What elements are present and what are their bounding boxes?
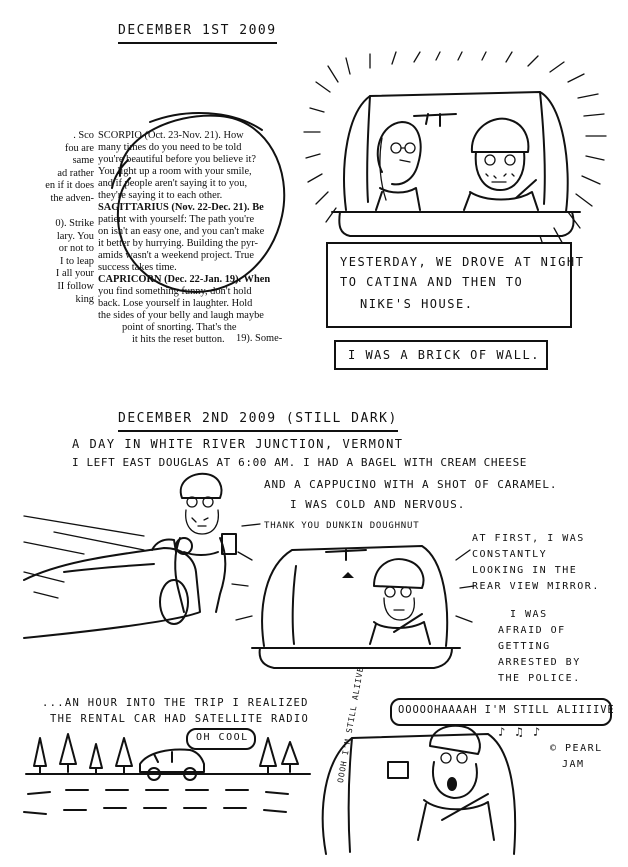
horoscope-line: it better by hurrying. Building the pyr- <box>98 238 258 249</box>
rearview-caption-line: constantly <box>472 549 548 560</box>
horoscope-line: SAGITTARIUS (Nov. 22-Dec. 21). Be <box>98 202 264 213</box>
horoscope-left-line: en if it does <box>45 180 94 191</box>
caption-line: Yesterday, we drove at night <box>340 255 585 269</box>
oh-cool-text: Oh cool <box>196 732 249 743</box>
horoscope-left-line: or not to <box>58 243 94 254</box>
parked-car <box>23 538 201 639</box>
horoscope-left-line: the adven- <box>50 193 94 204</box>
afraid-caption-line: the police. <box>498 673 581 684</box>
singer-figure <box>417 724 495 841</box>
credit-line: © Pearl <box>550 743 603 754</box>
horoscope-line: patient with yourself: The path you're <box>98 214 255 225</box>
horoscope-left-column: . Sco fou are same ad rather en if it do… <box>30 128 94 346</box>
horoscope-line: you're beautiful before you believe it? <box>98 154 256 165</box>
horoscope-line: success takes time. <box>98 262 177 273</box>
caption-box-brick-of-wall: I was a brick of wall. <box>334 340 548 370</box>
horoscope-line: CAPRICORN (Dec. 22-Jan. 19). When <box>98 274 271 285</box>
coffee-man <box>174 472 237 613</box>
pointer-line <box>241 523 261 527</box>
horoscope-clipping: . Sco fou are same ad rather en if it do… <box>30 128 292 346</box>
horoscope-line: and if people aren't saying it to you, <box>98 178 248 189</box>
horoscope-line: point of snorting. That's the <box>122 322 237 333</box>
singing-speech-bubble: Ooooohaaaah I'm still aliiiive <box>390 698 615 726</box>
road-scene <box>23 733 311 815</box>
horoscope-line: many times do you need to be told <box>98 142 242 153</box>
horoscope-line: 19). Some- <box>236 333 283 344</box>
horoscope-line: they're saying it to each other. <box>98 190 223 201</box>
rearview-caption-line: rear view mirror. <box>472 581 600 592</box>
thanks-caption: Thank you Dunkin Doughnut <box>264 521 420 531</box>
horoscope-left-line: 0). Strike <box>55 218 94 229</box>
date-heading-2: December 2nd 2009 (still dark) <box>118 410 398 432</box>
caption-line: Nike's house. <box>360 297 474 311</box>
triangle-mark <box>342 572 354 578</box>
windshield-frame <box>343 91 569 213</box>
trip-caption-line: the rental car had satellite radio <box>50 713 310 725</box>
darkness-hatching <box>303 51 607 255</box>
rearview-caption-line: looking in the <box>472 565 578 576</box>
caption-line: to Catina and then to <box>340 275 524 289</box>
singing-text: Ooooohaaaah I'm still aliiiive <box>398 704 615 716</box>
horoscope-left-line: king <box>75 294 94 305</box>
horoscope-line: you find something funny, don't hold <box>98 286 252 297</box>
tree-line <box>25 733 311 775</box>
date-heading-1: December 1st 2009 <box>118 22 277 44</box>
narrative-line-1: A day in White River Junction, Vermont <box>72 437 404 451</box>
horoscope-left-line: fou are <box>64 143 94 154</box>
radio-display <box>387 761 409 779</box>
afraid-caption-line: arrested by <box>498 657 581 668</box>
horoscope-left-line: . Sco <box>73 130 94 141</box>
narrative-line-4: I was cold and nervous. <box>290 498 466 511</box>
horoscope-left-line: lary. You <box>56 231 94 242</box>
night-car-panel <box>303 51 607 255</box>
horoscope-left-line: ad rather <box>57 168 94 179</box>
afraid-caption-line: getting <box>498 641 551 652</box>
passenger-figure <box>463 117 539 211</box>
rearview-mirror <box>413 113 457 127</box>
horoscope-line: on isn't an easy one, and you can't make <box>98 226 265 237</box>
dashed-road <box>23 789 289 815</box>
horoscope-left-line: I to leap <box>59 256 94 267</box>
horoscope-left-line: I all your <box>55 268 94 279</box>
driver-figure <box>369 558 431 645</box>
driver-figure <box>375 121 422 211</box>
afraid-caption-line: afraid of <box>498 625 566 636</box>
horoscope-line: SCORPIO (Oct. 23-Nov. 21). How <box>98 130 244 141</box>
oh-cool-speech-bubble: Oh cool <box>186 728 256 750</box>
narrative-line-3: and a cappucino with a shot of caramel. <box>264 478 558 491</box>
coffee-man-and-car <box>23 472 261 639</box>
horoscope-line: You light up a room with your smile, <box>98 166 252 177</box>
windshield-frame <box>321 733 517 855</box>
afraid-caption-line: I was <box>510 609 548 620</box>
motion-lines <box>231 549 475 623</box>
horoscope-left-line: II follow <box>57 281 94 292</box>
rearview-car-interior <box>231 545 475 669</box>
windshield-frame <box>261 545 449 647</box>
horoscope-line: the sides of your belly and laugh maybe <box>98 310 264 321</box>
caption-box-drove-at-night: Yesterday, we drove at night to Catina a… <box>326 242 583 328</box>
horoscope-left-line: same <box>72 155 94 166</box>
small-car <box>139 748 205 781</box>
horoscope-right-column: SCORPIO (Oct. 23-Nov. 21). How many time… <box>98 128 292 346</box>
rearview-caption-line: At first, I was <box>472 533 585 544</box>
horoscope-line: amids wasn't a weekend project. True <box>98 250 254 261</box>
credit-line: Jam <box>562 759 585 770</box>
horoscope-line: it hits the reset button. <box>132 334 225 345</box>
caption-brick-text: I was a brick of wall. <box>348 348 540 362</box>
dashboard <box>331 211 581 237</box>
singing-car-interior <box>321 724 517 855</box>
horoscope-line: back. Lose yourself in laughter. Hold <box>98 298 253 309</box>
music-notes-icon: ♪ ♫ ♪ <box>498 725 542 739</box>
road-lines <box>23 515 145 599</box>
narrative-line-2: I left East Douglas at 6:00 AM. I had a … <box>72 456 528 469</box>
